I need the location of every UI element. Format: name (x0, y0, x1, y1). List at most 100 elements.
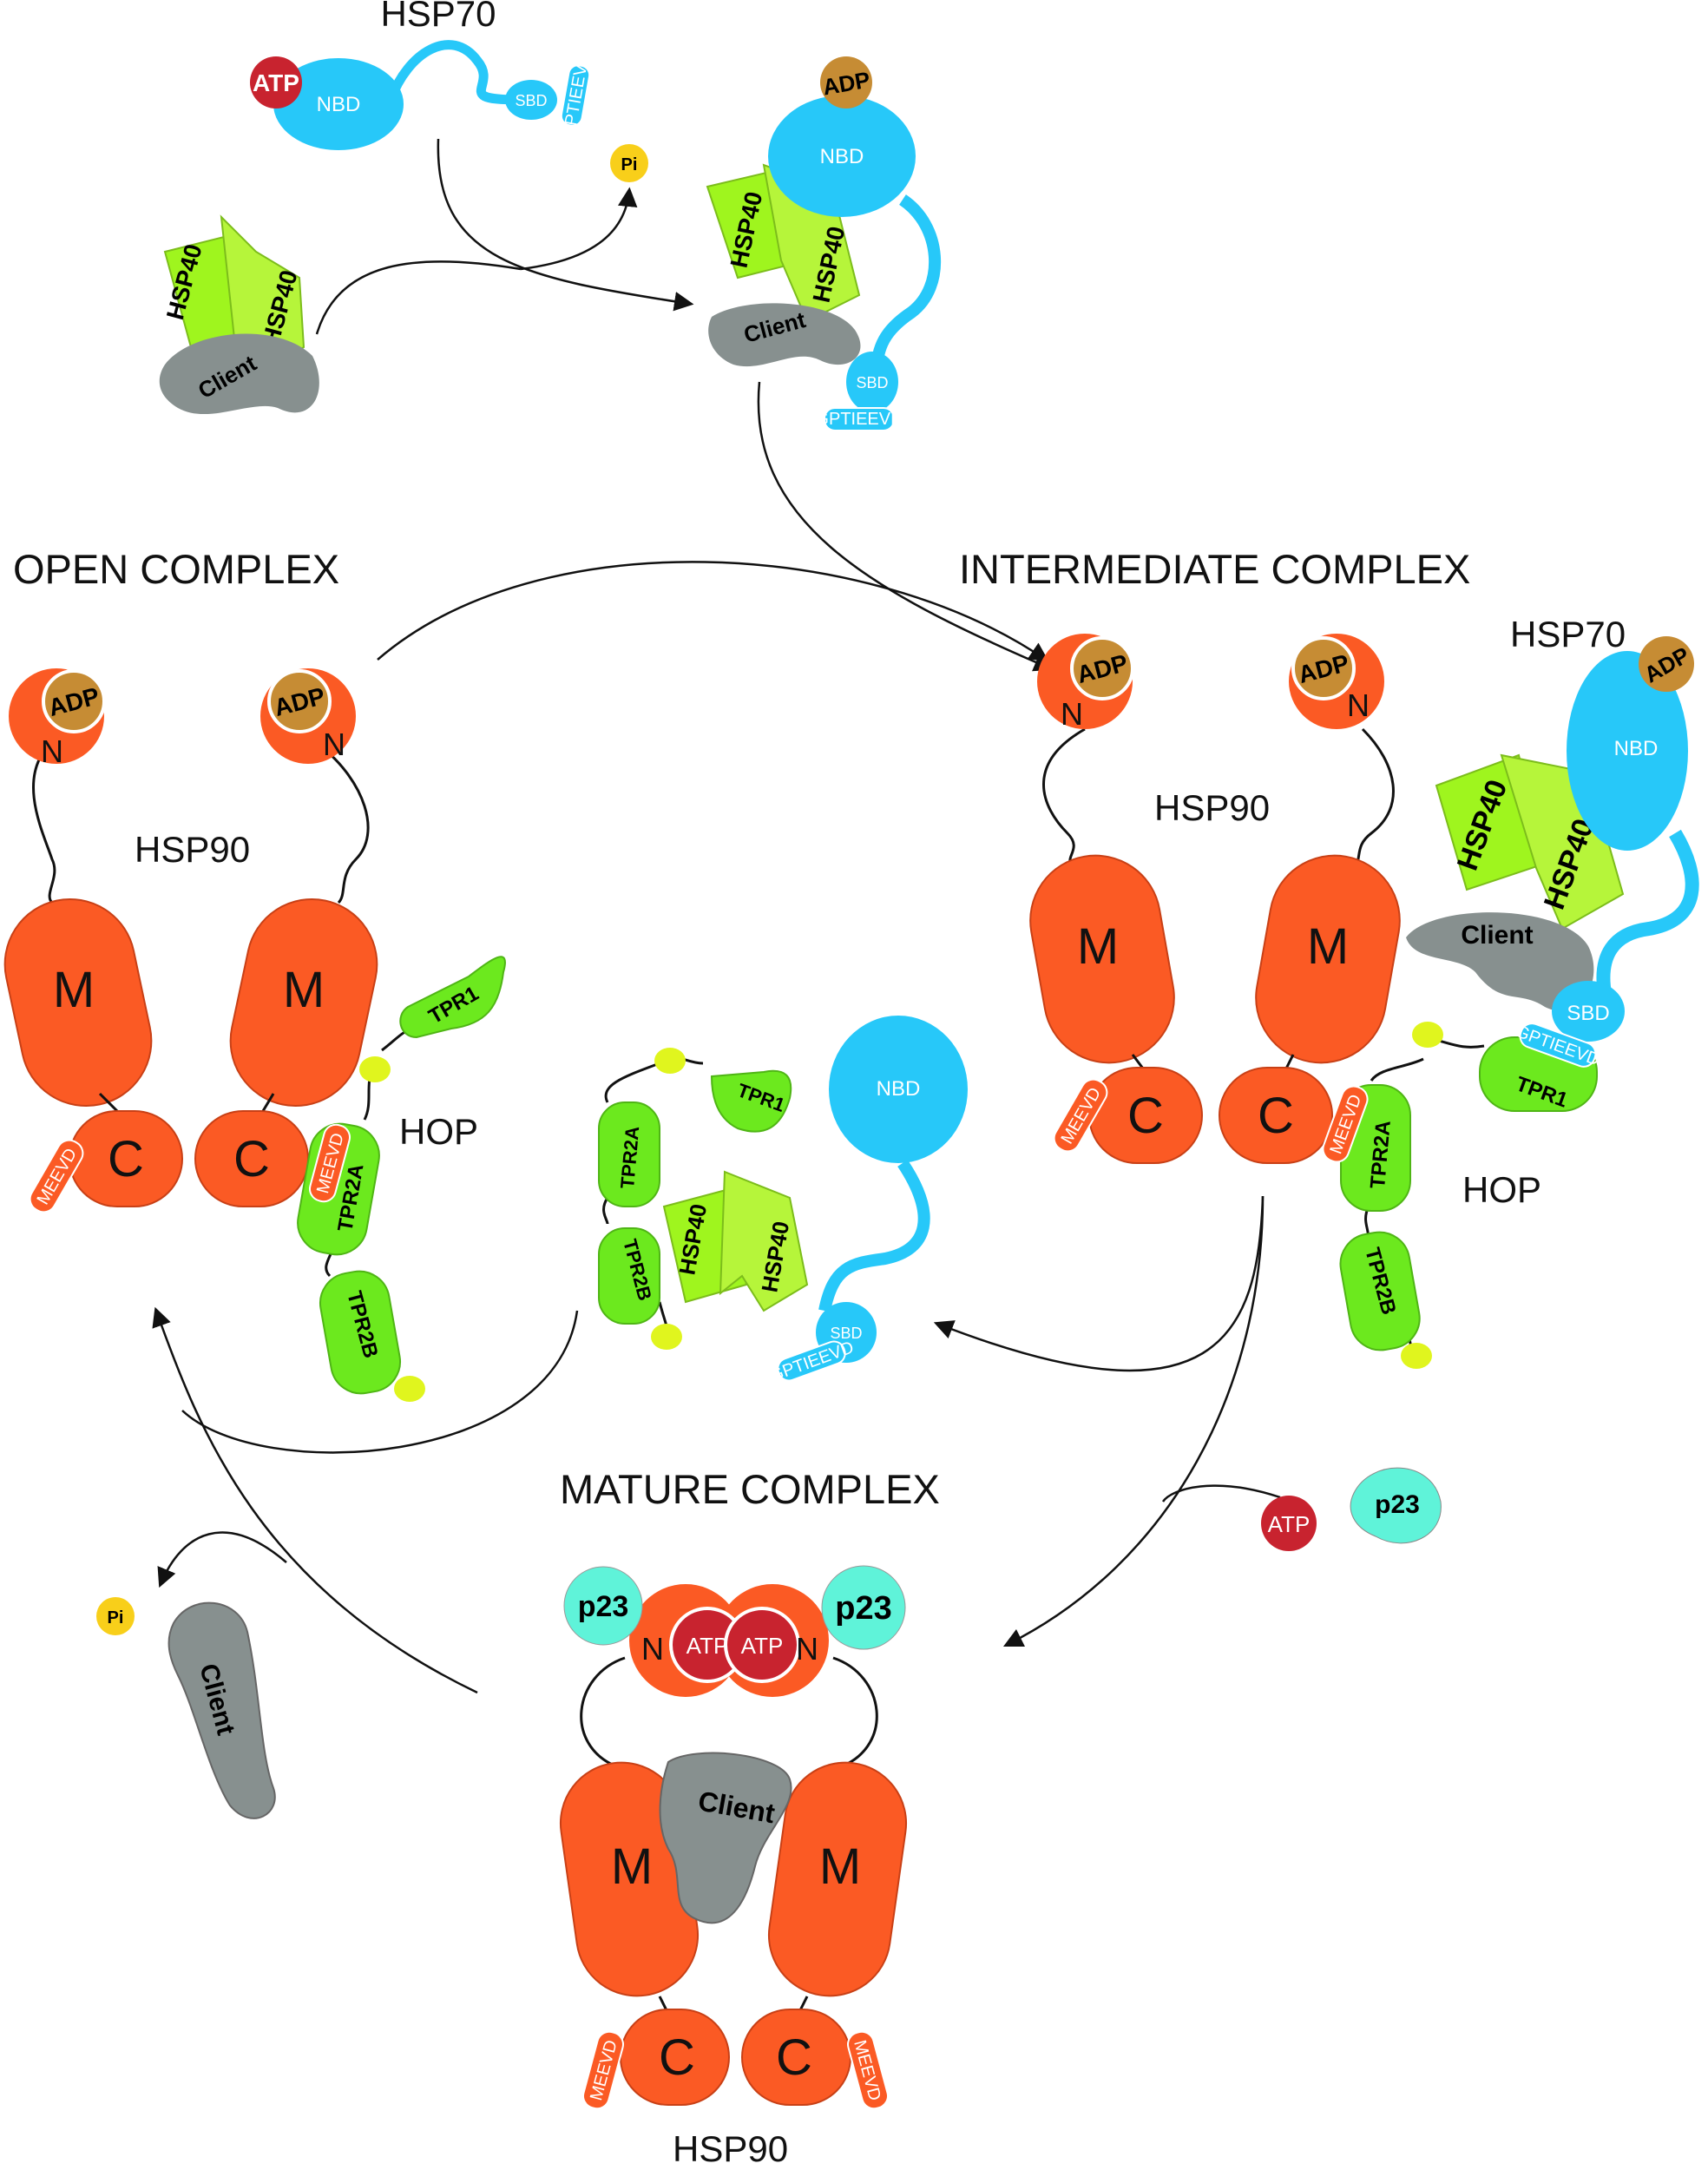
arrow-pi-release-bottom (157, 1531, 287, 1588)
int-adp-hsp70 (1639, 636, 1694, 692)
complex-gptieevd-label: GPTIEEVD (815, 410, 903, 429)
rel-tpr2a (598, 1101, 660, 1207)
int-c-2-label: C (1258, 1088, 1294, 1144)
int-m-2-label: M (1307, 918, 1349, 975)
int-sbd-label: SBD (1567, 1002, 1609, 1025)
mature-c-1-label: C (659, 2029, 695, 2086)
open-complex: HSP90 ADP N M C MEEVD ADP N M C HOP TPR1… (3, 668, 506, 1402)
arrow-pi-release-top (520, 187, 638, 271)
arrow-to-intermediate (757, 381, 1054, 672)
pi-bottom-label: Pi (108, 1608, 124, 1628)
mature-p23-1 (563, 1566, 643, 1646)
open-m-domain-2 (229, 898, 378, 1108)
int-adp-1 (1070, 636, 1134, 700)
mature-meevd-2 (847, 2030, 889, 2110)
atp-joining-label: ATP (1268, 1511, 1311, 1537)
int-n-2-label: N (1347, 687, 1370, 723)
complex-client (708, 303, 861, 367)
title-mature-complex: MATURE COMPLEX (560, 1466, 940, 1512)
mature-p23-2-label: p23 (835, 1590, 891, 1627)
mature-n-1-label: N (641, 1631, 664, 1667)
open-hop-label: HOP (399, 1111, 478, 1152)
mature-m-domain-2 (767, 1761, 908, 1997)
hsp70-linker (385, 40, 522, 105)
mature-m-2-label: M (819, 1838, 861, 1895)
int-hsp70-nbd (1567, 651, 1688, 851)
arrow-hsp40-client-branch (315, 260, 522, 335)
open-c-1-label: C (108, 1131, 144, 1187)
open-hop-ball-1 (359, 1056, 391, 1082)
mature-client (659, 1752, 792, 1924)
atp-joining (1261, 1496, 1317, 1551)
int-linker-1 (1042, 727, 1086, 870)
int-hop-ball-1 (1412, 1022, 1443, 1048)
open-m-2-label: M (283, 962, 325, 1018)
client-released (168, 1601, 276, 1819)
released-cochaperones: TPR1 TPR2A TPR2B HSP40 HSP40 NBD SBD GPT… (598, 1016, 968, 1386)
rel-hsp70-linker (818, 1160, 930, 1312)
hsp70-gptieevd-tail (560, 64, 591, 127)
p23-joining-label: p23 (1375, 1490, 1420, 1519)
mature-atp-1-label: ATP (686, 1633, 729, 1659)
open-tpr2b (319, 1270, 402, 1395)
int-client-label: Client (1461, 921, 1533, 950)
complex-hsp70-nbd-label: NBD (820, 145, 864, 168)
mature-linker-2 (832, 1656, 878, 1768)
int-m-domain-2 (1255, 854, 1401, 1064)
int-hop-label: HOP (1462, 1169, 1541, 1210)
open-n-2-label: N (323, 727, 345, 762)
pi-top-label: Pi (621, 155, 638, 174)
client-top-left (159, 333, 319, 415)
hsp40-client-free: HSP40 HSP40 Client (159, 214, 319, 415)
open-m-domain-1 (3, 898, 153, 1108)
mature-p23-2 (821, 1565, 906, 1650)
int-c-domain-2 (1219, 1067, 1333, 1164)
int-hsp70-label: HSP70 (1510, 614, 1626, 654)
complex-gptieevd-tail (824, 407, 895, 431)
mature-p23-1-label: p23 (578, 1590, 629, 1623)
rel-hsp70-nbd (829, 1016, 968, 1163)
complex-hsp70-sbd (846, 352, 898, 412)
mature-atp-2 (724, 1607, 800, 1683)
open-m-1-label: M (53, 962, 95, 1018)
mature-n-2-label: N (796, 1631, 818, 1667)
hsp70-sbd (505, 80, 557, 120)
title-intermediate-complex: INTERMEDIATE COMPLEX (959, 546, 1470, 592)
int-tpr2b (1339, 1231, 1421, 1351)
rel-hsp70-nbd-label: NBD (877, 1077, 921, 1101)
rel-sbd-label: SBD (830, 1325, 862, 1342)
open-linker-1 (32, 746, 56, 904)
open-linker-2 (320, 745, 370, 904)
int-hsp70-nbd-label: NBD (1614, 737, 1659, 760)
title-open-complex: OPEN COMPLEX (13, 546, 339, 592)
int-hsp70-sbd (1552, 981, 1625, 1042)
rel-hop-ball-1 (654, 1048, 686, 1074)
pi-bottom (96, 1597, 135, 1635)
hsp70-nbd (273, 58, 404, 150)
complex-hsp70-nbd (768, 95, 916, 217)
int-hsp70-linker (1596, 829, 1699, 1000)
mature-complex: HSP90 p23 p23 ATP ATP N N M M Client C C… (559, 1565, 908, 2169)
arrow-atp-p23-join (1161, 1484, 1281, 1503)
int-n-1-label: N (1061, 696, 1083, 732)
open-meevd-2 (309, 1123, 351, 1203)
atp-top (250, 56, 302, 108)
atp-top-label: ATP (253, 69, 299, 96)
open-c-2-label: C (233, 1131, 270, 1187)
int-hop-ball-2 (1401, 1343, 1432, 1369)
open-meevd-1 (29, 1139, 84, 1213)
int-m-1-label: M (1077, 918, 1119, 975)
int-meevd-1 (1053, 1078, 1108, 1153)
arrow-hsp70-to-hsp70-hsp40-client (437, 138, 694, 312)
rel-hop-ball-2 (651, 1324, 682, 1350)
int-gptieevd-tail (1519, 1023, 1597, 1068)
mature-m-1-label: M (611, 1838, 653, 1895)
int-meevd-2 (1322, 1085, 1369, 1163)
arrow-hsp70-release-to-open (181, 1310, 579, 1454)
open-hsp90-label: HSP90 (135, 829, 250, 870)
hsp70-free: NBD SBD GPTIEEVD ATP HSP70 (250, 0, 594, 150)
intermediate-complex: HSP90 HSP70 HOP ADP N M C MEEVD ADP N M … (1029, 614, 1699, 1369)
open-n-1-label: N (41, 733, 63, 769)
pi-top (610, 144, 648, 182)
